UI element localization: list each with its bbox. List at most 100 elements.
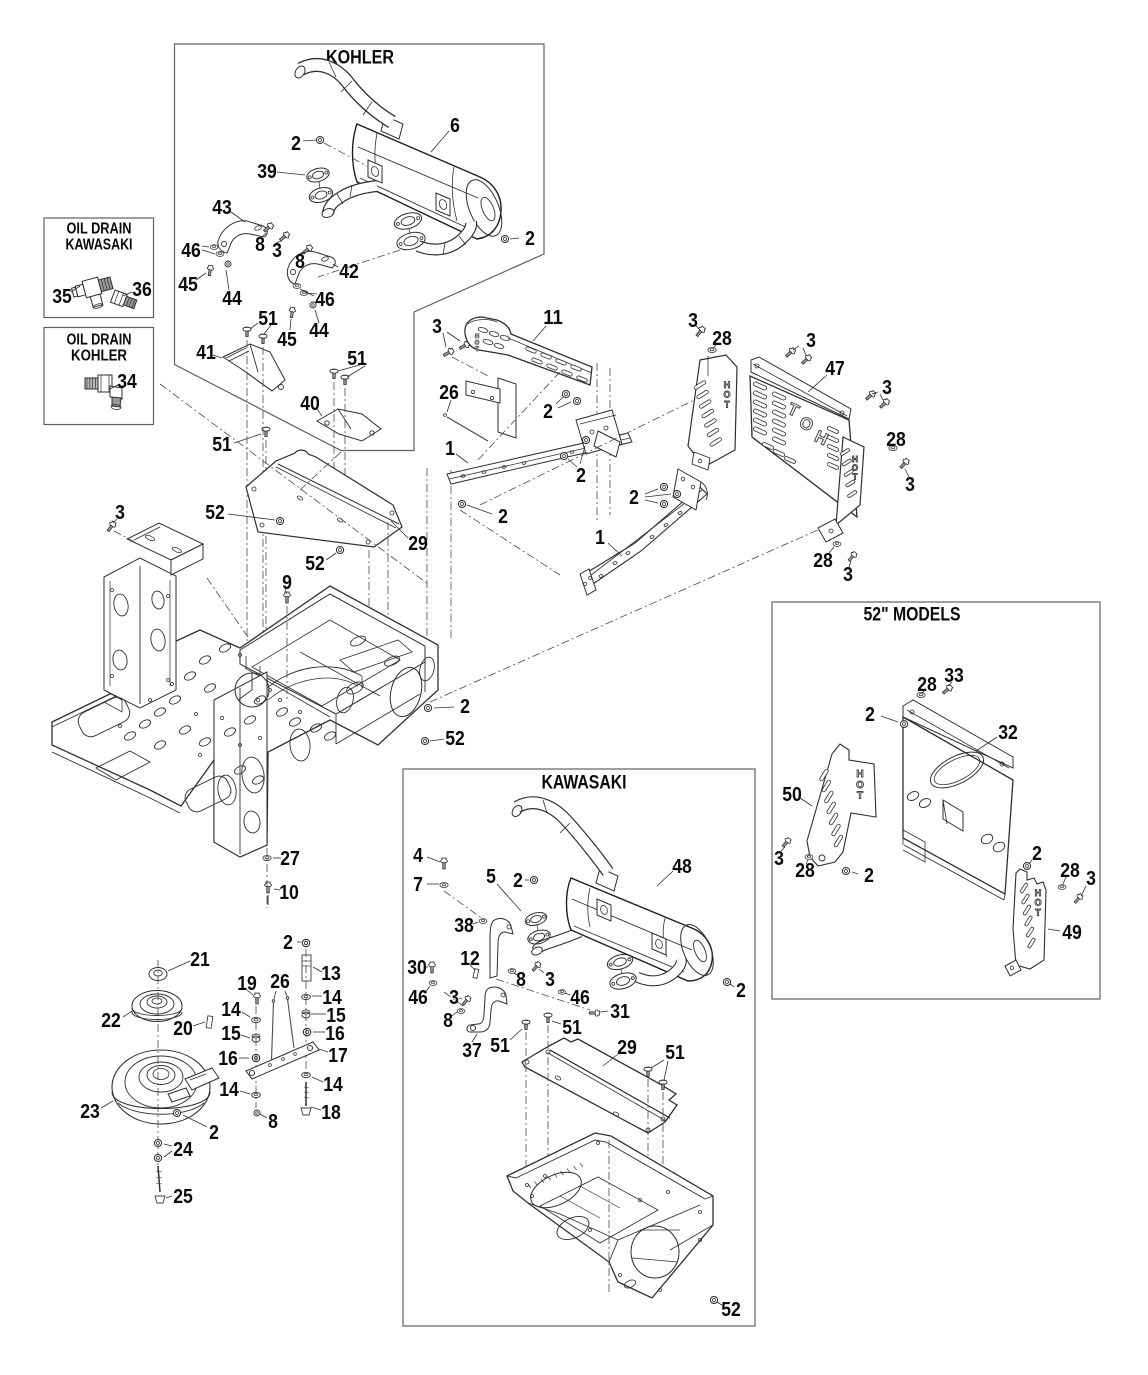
svg-text:40: 40 (300, 393, 320, 415)
svg-text:8: 8 (295, 251, 305, 273)
svg-text:48: 48 (672, 856, 692, 878)
svg-text:33: 33 (944, 665, 964, 687)
svg-text:O: O (723, 390, 730, 400)
svg-text:41: 41 (196, 342, 216, 364)
svg-text:21: 21 (190, 949, 210, 971)
svg-text:O: O (475, 340, 480, 346)
svg-text:32: 32 (998, 722, 1018, 744)
svg-text:8: 8 (516, 969, 526, 991)
svg-text:H: H (856, 769, 863, 780)
svg-text:30: 30 (407, 957, 427, 979)
svg-text:27: 27 (280, 848, 300, 870)
svg-text:42: 42 (339, 261, 359, 283)
svg-text:52: 52 (445, 728, 465, 750)
svg-text:7: 7 (413, 874, 423, 896)
svg-text:16: 16 (325, 1023, 345, 1045)
svg-text:3: 3 (843, 564, 853, 586)
svg-text:46: 46 (408, 987, 428, 1009)
svg-text:T: T (724, 399, 730, 409)
svg-text:3: 3 (1086, 868, 1096, 890)
svg-text:20: 20 (173, 1018, 193, 1040)
svg-text:2: 2 (460, 696, 470, 718)
svg-text:KOHLER: KOHLER (71, 348, 127, 365)
svg-text:O: O (856, 780, 864, 791)
svg-text:17: 17 (328, 1045, 348, 1067)
svg-text:2: 2 (498, 506, 508, 528)
svg-text:15: 15 (326, 1005, 346, 1027)
svg-text:28: 28 (886, 429, 906, 451)
svg-text:46: 46 (315, 289, 335, 311)
svg-text:T: T (857, 791, 863, 802)
svg-text:44: 44 (222, 288, 242, 310)
svg-text:28: 28 (917, 674, 937, 696)
svg-text:15: 15 (221, 1023, 241, 1045)
svg-text:11: 11 (543, 307, 563, 329)
svg-text:46: 46 (181, 240, 201, 262)
svg-text:2: 2 (865, 704, 875, 726)
svg-text:44: 44 (309, 320, 329, 342)
svg-text:10: 10 (279, 882, 299, 904)
svg-text:34: 34 (117, 371, 137, 393)
svg-text:51: 51 (258, 308, 278, 330)
svg-text:O: O (852, 464, 858, 473)
svg-text:39: 39 (257, 161, 277, 183)
svg-text:51: 51 (212, 434, 232, 456)
svg-text:9: 9 (282, 572, 292, 594)
svg-text:3: 3 (688, 310, 698, 332)
svg-text:29: 29 (408, 533, 428, 555)
svg-text:52" MODELS: 52" MODELS (864, 605, 961, 626)
svg-text:47: 47 (825, 358, 845, 380)
svg-text:OIL DRAIN: OIL DRAIN (67, 332, 132, 349)
svg-text:8: 8 (255, 234, 265, 256)
svg-text:3: 3 (115, 502, 125, 524)
svg-text:2: 2 (543, 401, 553, 423)
svg-text:H: H (1035, 888, 1042, 898)
svg-text:31: 31 (610, 1001, 630, 1023)
svg-text:1: 1 (595, 527, 605, 549)
svg-text:O: O (1034, 898, 1041, 908)
svg-text:49: 49 (1062, 922, 1082, 944)
svg-text:4: 4 (413, 845, 424, 867)
svg-text:3: 3 (432, 316, 442, 338)
svg-text:14: 14 (322, 987, 342, 1009)
svg-text:25: 25 (173, 1186, 193, 1208)
svg-text:8: 8 (268, 1111, 278, 1133)
svg-text:2: 2 (525, 228, 535, 250)
svg-text:50: 50 (782, 784, 802, 806)
svg-text:51: 51 (347, 348, 367, 370)
svg-text:6: 6 (450, 115, 460, 137)
svg-text:51: 51 (490, 1035, 510, 1057)
svg-text:28: 28 (813, 550, 833, 572)
svg-text:26: 26 (270, 971, 290, 993)
svg-text:3: 3 (774, 848, 784, 870)
svg-text:52: 52 (305, 553, 325, 575)
svg-text:43: 43 (212, 197, 232, 219)
svg-text:2: 2 (1032, 843, 1042, 865)
svg-text:KOHLER: KOHLER (326, 48, 394, 69)
svg-text:12: 12 (460, 948, 480, 970)
svg-text:45: 45 (277, 329, 297, 351)
svg-text:18: 18 (321, 1102, 341, 1124)
svg-text:H: H (724, 380, 731, 390)
svg-text:2: 2 (291, 133, 301, 155)
svg-text:14: 14 (221, 999, 241, 1021)
svg-text:23: 23 (80, 1101, 100, 1123)
svg-text:14: 14 (219, 1079, 239, 1101)
svg-text:19: 19 (237, 973, 257, 995)
svg-text:3: 3 (806, 330, 816, 352)
svg-text:28: 28 (795, 860, 815, 882)
svg-text:51: 51 (665, 1042, 685, 1064)
svg-text:2: 2 (513, 870, 523, 892)
svg-text:1: 1 (445, 438, 455, 460)
svg-text:2: 2 (736, 980, 746, 1002)
svg-text:KAWASAKI: KAWASAKI (66, 237, 133, 254)
svg-text:8: 8 (443, 1010, 453, 1032)
svg-text:2: 2 (629, 487, 639, 509)
svg-text:2: 2 (209, 1122, 219, 1144)
svg-text:24: 24 (173, 1139, 193, 1161)
svg-text:46: 46 (570, 987, 590, 1009)
svg-text:H: H (852, 455, 858, 464)
svg-text:3: 3 (449, 987, 459, 1009)
svg-text:36: 36 (132, 279, 152, 301)
svg-text:3: 3 (272, 240, 282, 262)
